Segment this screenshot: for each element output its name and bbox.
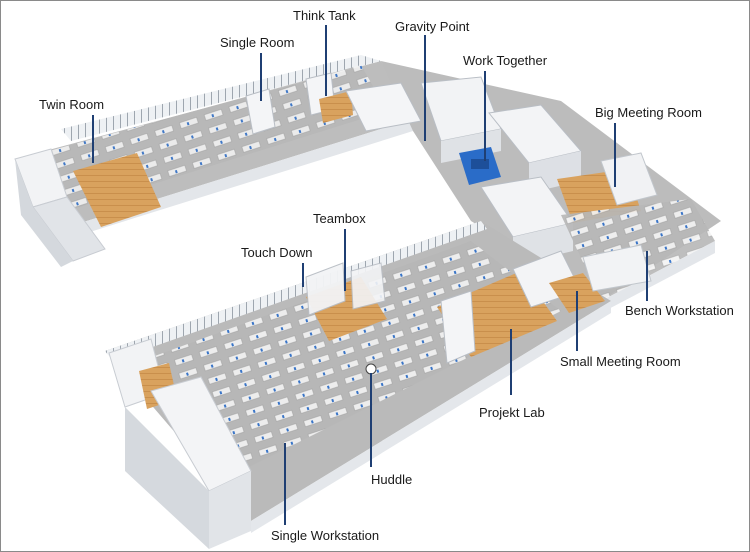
label-huddle: Huddle (371, 472, 413, 487)
label-teambox: Teambox (313, 211, 366, 226)
label-twin-room: Twin Room (39, 97, 105, 112)
callout-lines (92, 25, 648, 525)
label-single-workstation: Single Workstation (271, 528, 380, 543)
lower-wing (105, 221, 652, 549)
label-think-tank: Think Tank (293, 8, 356, 23)
label-bench-workstation: Bench Workstation (625, 303, 734, 318)
label-single-room: Single Room (220, 35, 295, 50)
upper-left-wing (14, 55, 413, 267)
label-gravity-point: Gravity Point (395, 19, 470, 34)
label-projekt-lab: Projekt Lab (479, 405, 545, 420)
label-big-meeting-room: Big Meeting Room (595, 105, 702, 120)
label-work-together: Work Together (463, 53, 548, 68)
label-small-meeting-room: Small Meeting Room (560, 354, 681, 369)
label-touch-down: Touch Down (241, 245, 313, 260)
